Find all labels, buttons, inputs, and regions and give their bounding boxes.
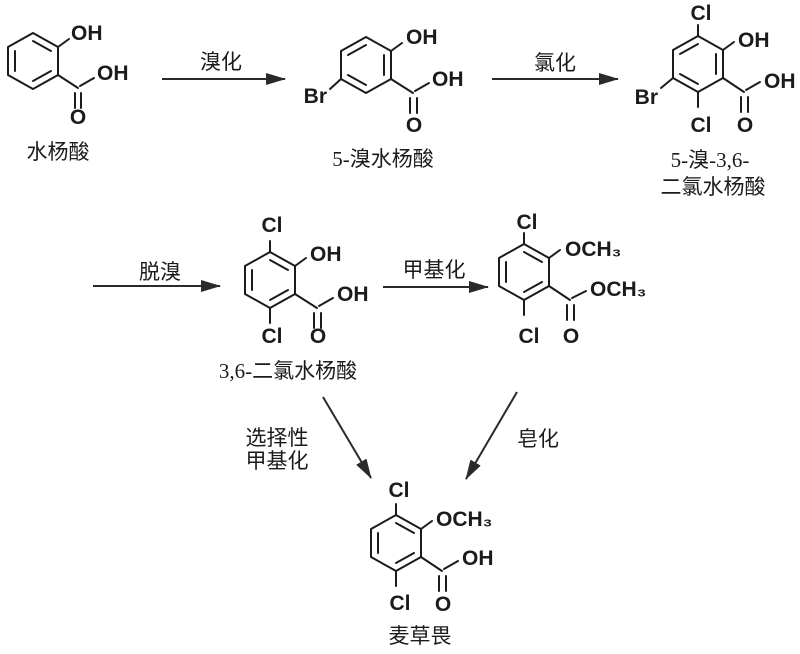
atom-label-och3: OCH₃ xyxy=(436,508,492,531)
atom-label-oh: OH xyxy=(406,26,438,49)
atom-label-oh: OH xyxy=(310,243,342,266)
reaction-label-methylation: 甲基化 xyxy=(403,258,466,282)
reaction-step-methylation: 甲基化 xyxy=(383,258,489,293)
double-bond-carbonyl xyxy=(313,312,322,329)
bond-och3 xyxy=(548,249,561,259)
bond-phenol-oh xyxy=(722,41,735,51)
bond-br xyxy=(329,78,342,90)
reaction-label-debromination: 脱溴 xyxy=(139,260,181,284)
double-bond-carbonyl xyxy=(74,92,82,109)
reaction-arrow xyxy=(465,391,518,480)
reaction-label-saponification: 皂化 xyxy=(517,427,559,451)
molecule-name-salicylic-acid: 水杨酸 xyxy=(27,140,90,164)
molecule-name-36-dichlorosalicylic-acid: 3,6-二氯水杨酸 xyxy=(219,359,357,383)
bond-carboxyl xyxy=(57,74,95,89)
atom-label-och3: OCH₃ xyxy=(565,238,621,261)
atom-label-carbonyl-o: O xyxy=(70,106,86,129)
reaction-step-selective-methylation: 选择性 甲基化 xyxy=(246,396,372,479)
reaction-label-chlorination: 氯化 xyxy=(534,51,576,75)
molecule-36-dichlorosalicylic-acid: Cl OH Cl OH O 3,6-二氯水杨酸 xyxy=(219,214,369,383)
aromatic-double-bonds xyxy=(377,522,415,564)
double-bond-carbonyl xyxy=(740,96,749,113)
atom-label-carbonyl-o: O xyxy=(737,114,753,137)
atom-label-acid-oh: OH xyxy=(337,283,369,306)
atom-label-carbonyl-o: O xyxy=(435,593,451,616)
aromatic-double-bonds xyxy=(347,44,385,86)
reaction-step-debromination: 脱溴 xyxy=(93,260,221,292)
atom-label-br: Br xyxy=(304,85,327,108)
atom-label-acid-oh: OH xyxy=(764,70,796,93)
bond-carboxyl xyxy=(420,556,459,572)
atom-label-cl-bottom: Cl xyxy=(390,592,411,615)
atom-label-cl-bottom: Cl xyxy=(262,325,283,348)
atom-label-carbonyl-o: O xyxy=(310,325,326,348)
molecule-name-line2: 二氯水杨酸 xyxy=(661,175,766,199)
reaction-arrow xyxy=(322,396,372,479)
molecule-5-bromosalicylic-acid: OH Br OH O 5-溴水杨酸 xyxy=(304,26,464,171)
atom-label-acid-oh: OH xyxy=(97,62,129,85)
aromatic-double-bonds xyxy=(14,40,52,82)
atom-label-ester-och3: OCH₃ xyxy=(590,278,646,301)
reaction-label-selective-methylation-line2: 甲基化 xyxy=(246,449,309,473)
aromatic-double-bonds xyxy=(251,259,289,301)
atom-label-acid-oh: OH xyxy=(462,547,494,570)
atom-label-cl-top: Cl xyxy=(262,214,283,237)
molecule-name-line1: 5-溴-3,6- xyxy=(671,148,750,172)
atom-label-cl-bottom: Cl xyxy=(519,325,540,348)
atom-label-br: Br xyxy=(635,86,658,109)
bond-phenol-oh xyxy=(390,42,403,52)
double-bond-carbonyl xyxy=(566,304,575,321)
bond-phenol-oh xyxy=(57,38,70,48)
atom-label-cl-top: Cl xyxy=(691,2,712,25)
molecule-dicamba: Cl OCH₃ Cl OH O 麦草畏 xyxy=(370,479,494,648)
reaction-step-saponification: 皂化 xyxy=(465,391,559,480)
reaction-step-chlorination: 氯化 xyxy=(492,51,619,85)
molecule-5-bromo-36-dichlorosalicylic-acid: Cl OH Br Cl OH O 5-溴-3,6- 二氯水杨酸 xyxy=(635,2,796,199)
bond-carboxyl xyxy=(722,77,761,93)
atom-label-carbonyl-o: O xyxy=(406,114,422,137)
double-bond-carbonyl xyxy=(409,97,418,114)
molecule-name-dicamba: 麦草畏 xyxy=(389,624,452,648)
bond-br xyxy=(660,77,674,89)
atom-label-carbonyl-o: O xyxy=(563,325,579,348)
reaction-label-bromination: 溴化 xyxy=(200,50,242,74)
reaction-step-bromination: 溴化 xyxy=(162,50,286,85)
bond-och3 xyxy=(420,520,433,530)
molecule-name-5-bromosalicylic-acid: 5-溴水杨酸 xyxy=(332,147,434,171)
atom-label-cl-top: Cl xyxy=(517,211,538,234)
atom-label-cl-top: Cl xyxy=(389,479,410,502)
aromatic-double-bonds xyxy=(505,251,543,293)
reaction-label-selective-methylation-line1: 选择性 xyxy=(246,426,309,450)
bond-carboxyl xyxy=(294,293,334,309)
atom-label-oh: OH xyxy=(71,22,103,45)
molecule-methyl-ester: Cl OCH₃ Cl OCH₃ O xyxy=(498,211,646,348)
atom-label-cl-bottom: Cl xyxy=(691,114,712,137)
double-bond-carbonyl xyxy=(438,575,447,592)
aromatic-double-bonds xyxy=(679,43,717,85)
bond-ester xyxy=(548,285,587,301)
atom-label-oh: OH xyxy=(738,29,770,52)
bond-carboxyl xyxy=(390,78,430,94)
molecule-salicylic-acid: OH OH O 水杨酸 xyxy=(7,22,129,164)
bond-phenol-oh xyxy=(294,257,307,267)
atom-label-acid-oh: OH xyxy=(432,68,464,91)
